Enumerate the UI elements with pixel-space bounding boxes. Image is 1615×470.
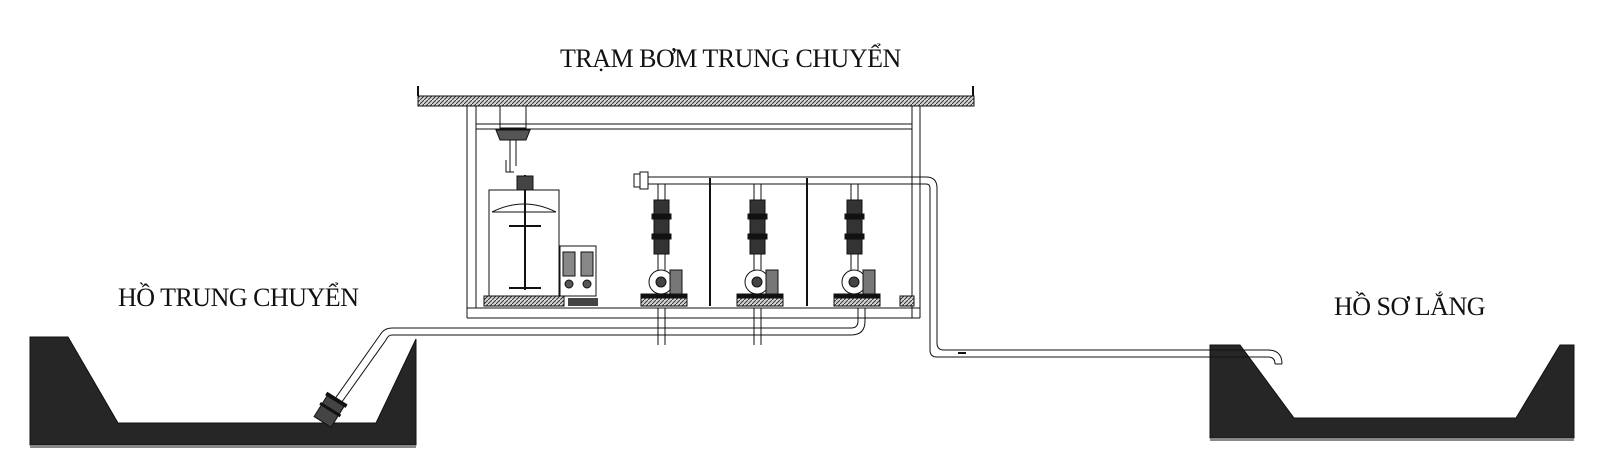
- station-frame: [466, 106, 921, 319]
- hoist: [495, 105, 531, 173]
- left-pond-title: HỒ TRUNG CHUYỂN: [118, 283, 359, 312]
- station-title: TRẠM BƠM TRUNG CHUYỂN: [560, 44, 901, 73]
- discharge-header: [633, 171, 1283, 365]
- right-pond-title: HỒ SƠ LẮNG: [1334, 292, 1486, 321]
- submersible-pump-icon: [313, 391, 348, 428]
- pump-1: [640, 184, 688, 299]
- pump-3: [833, 184, 881, 299]
- dosing-pumps: [559, 245, 597, 297]
- pump-2: [736, 184, 784, 299]
- chemical-tank: [488, 175, 560, 297]
- pipe-supports: [709, 178, 808, 306]
- right-pond: [1209, 344, 1575, 441]
- station-roof: [417, 86, 975, 107]
- left-pond: [29, 336, 417, 448]
